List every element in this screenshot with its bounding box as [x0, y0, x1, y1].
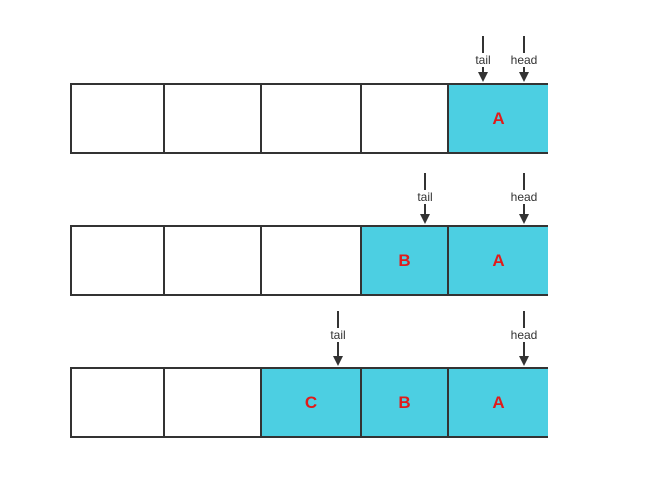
queue-cell-empty: [362, 85, 449, 152]
queue-cell-empty: [72, 369, 165, 436]
tail-label: tail: [463, 53, 503, 67]
tail-pointer: tail: [463, 36, 503, 83]
queue-cell-empty: [165, 85, 262, 152]
tail-pointer: tail: [405, 173, 445, 225]
head-label: head: [504, 53, 544, 67]
queue-cell-empty: [165, 369, 262, 436]
head-pointer: head: [504, 173, 544, 225]
tail-pointer: tail: [318, 311, 358, 367]
queue-cell-empty: [262, 227, 362, 294]
arrow-down-icon: [519, 72, 529, 82]
arrow-down-icon: [519, 356, 529, 366]
queue-cell-A: A: [449, 227, 548, 294]
head-pointer: head: [504, 311, 544, 367]
arrow-down-icon: [519, 214, 529, 224]
queue-cell-A: A: [449, 85, 548, 152]
queue-cell-B: B: [362, 227, 449, 294]
head-label: head: [504, 190, 544, 204]
arrow-down-icon: [478, 72, 488, 82]
queue-cell-C: C: [262, 369, 362, 436]
queue-cell-empty: [262, 85, 362, 152]
queue-cell-A: A: [449, 369, 548, 436]
arrow-down-icon: [333, 356, 343, 366]
head-label: head: [504, 328, 544, 342]
queue-cell-empty: [72, 227, 165, 294]
queue-cell-B: B: [362, 369, 449, 436]
tail-label: tail: [405, 190, 445, 204]
head-pointer: head: [504, 36, 544, 83]
tail-label: tail: [318, 328, 358, 342]
queue-row-1: A: [70, 83, 548, 154]
queue-cell-empty: [165, 227, 262, 294]
queue-cell-empty: [72, 85, 165, 152]
arrow-down-icon: [420, 214, 430, 224]
